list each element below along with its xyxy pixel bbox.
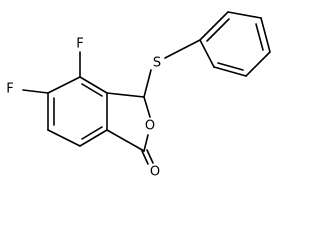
lactone-ring bbox=[106, 92, 154, 165]
bond-c4-c3a-inner bbox=[81, 83, 103, 97]
bond-ph-1-2-inner bbox=[206, 18, 230, 42]
bond-ph-1-2 bbox=[199, 11, 229, 41]
bond-ph-2-3 bbox=[227, 11, 262, 19]
bond-c3-s bbox=[143, 69, 152, 98]
molecule-structure: F F S O O bbox=[6, 11, 271, 180]
bond-ph-5-6-inner bbox=[217, 62, 244, 71]
bond-c7a-c7-inner bbox=[81, 126, 103, 140]
bond-c3-o bbox=[143, 96, 151, 118]
atom-o-carbonyl: O bbox=[150, 165, 160, 180]
atom-s: S bbox=[153, 56, 161, 71]
bond-c4-c3a bbox=[79, 76, 108, 94]
benzo-ring bbox=[47, 76, 108, 147]
bond-s-ph bbox=[164, 39, 201, 59]
bond-ph-4-5 bbox=[245, 51, 271, 77]
bond-c1-o-carbonyl-1 bbox=[141, 150, 149, 165]
bond-o-c1 bbox=[143, 134, 149, 152]
atom-f-top: F bbox=[76, 37, 83, 52]
bond-c1-o-carbonyl-2 bbox=[146, 149, 154, 164]
phenyl-ring bbox=[199, 11, 271, 77]
bond-ph-6-1 bbox=[199, 39, 215, 68]
bond-ph-3-4 bbox=[260, 17, 271, 53]
bond-c3a-c3 bbox=[106, 92, 145, 98]
bond-c7-c6 bbox=[47, 129, 81, 147]
bond-c5-c4 bbox=[47, 76, 81, 94]
bond-c7a-c7 bbox=[79, 129, 108, 147]
atom-labels: F F S O O bbox=[6, 37, 161, 180]
bond-c5-f bbox=[22, 89, 49, 94]
atom-o-ring: O bbox=[145, 119, 155, 134]
bond-c1-c7a bbox=[106, 129, 145, 152]
atom-f-left: F bbox=[6, 82, 13, 97]
bond-ph-3-4-inner bbox=[255, 23, 264, 51]
bond-ph-5-6 bbox=[213, 66, 247, 77]
substituents bbox=[22, 39, 201, 98]
